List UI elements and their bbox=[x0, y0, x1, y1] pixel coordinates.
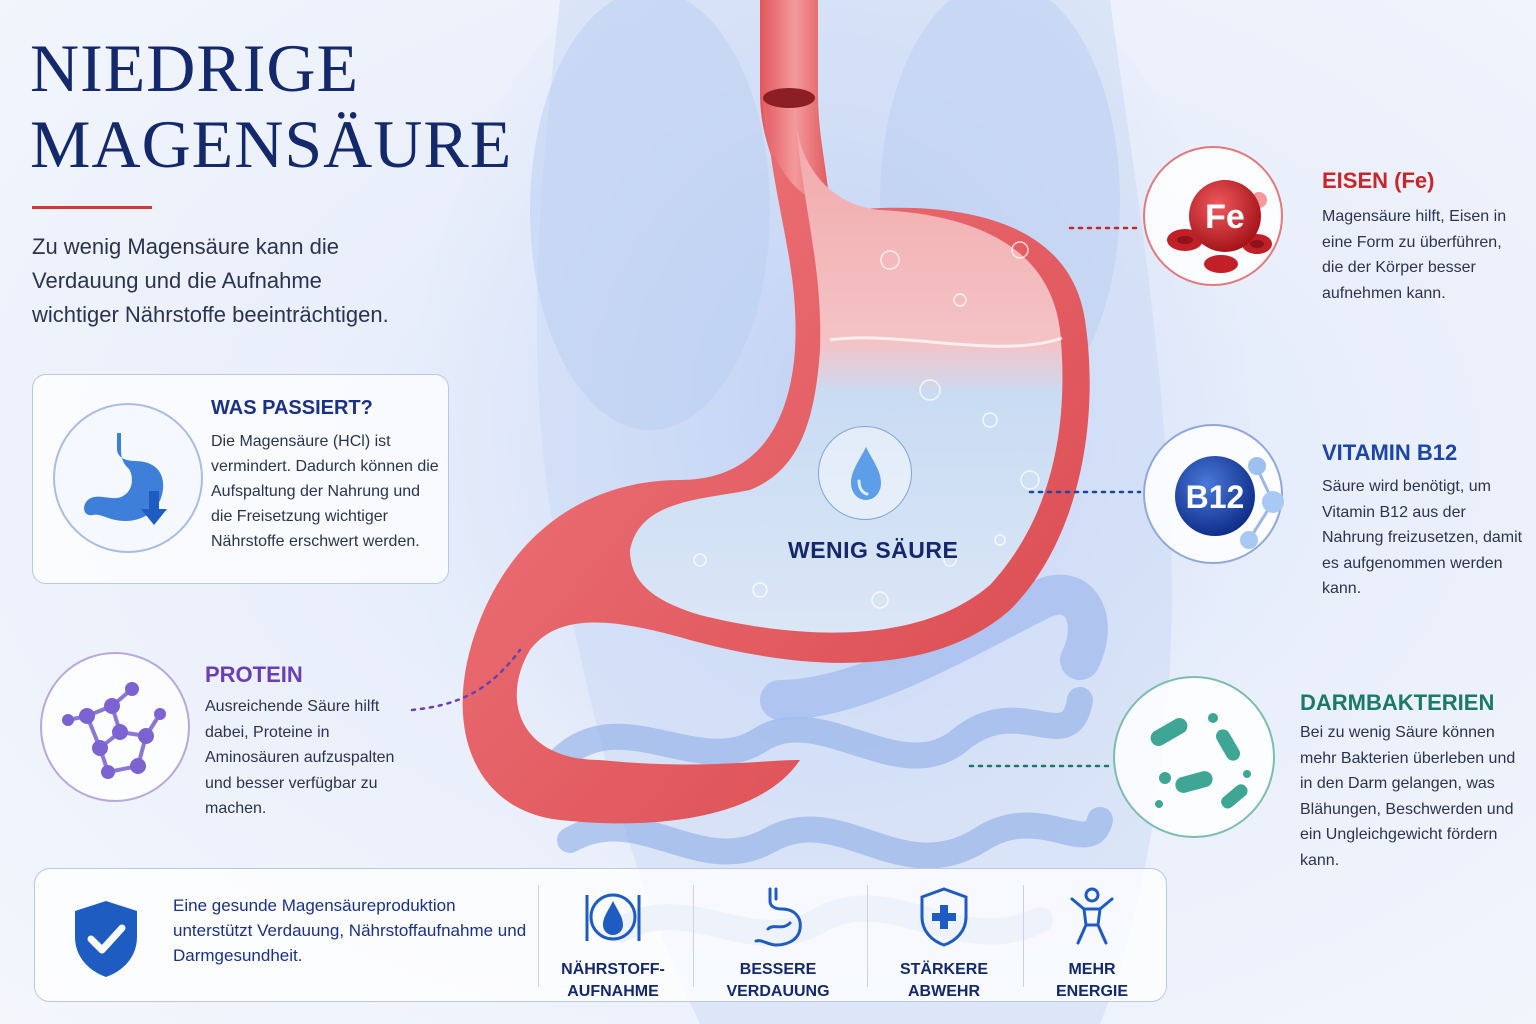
stomach-down-icon bbox=[53, 403, 203, 553]
divider bbox=[693, 885, 694, 987]
low-acid-label: WENIG SÄURE bbox=[788, 537, 959, 563]
title-line-2: MAGENSÄURE bbox=[30, 106, 513, 182]
b12-title: VITAMIN B12 bbox=[1322, 440, 1458, 465]
gut-bacteria-text: Bei zu wenig Säure können mehr Bakterien… bbox=[1300, 724, 1516, 869]
what-happens-text: Die Magensäure (HCl) ist vermindert. Dad… bbox=[211, 433, 439, 550]
intro-text: Zu wenig Magensäure kann die Verdauung u… bbox=[32, 234, 389, 327]
divider bbox=[1023, 885, 1024, 987]
b12-text: Säure wird benötigt, um Vitamin B12 aus … bbox=[1322, 478, 1523, 597]
energy-person-icon bbox=[1070, 887, 1114, 945]
iron-symbol: Fe bbox=[1205, 198, 1245, 236]
iron-text: Magensäure hilft, Eisen in eine Form zu … bbox=[1322, 208, 1507, 302]
page-title: NIEDRIGE MAGENSÄURE bbox=[30, 30, 550, 182]
what-happens-card: WAS PASSIERT? Die Magensäure (HCl) ist v… bbox=[32, 374, 449, 584]
title-divider bbox=[32, 206, 152, 209]
benefit-label: NÄHRSTOFF-AUFNAHME bbox=[561, 961, 665, 1000]
bacteria-icon bbox=[1113, 676, 1275, 838]
nutrient-absorption-icon bbox=[585, 893, 641, 941]
divider bbox=[538, 885, 539, 987]
protein-title: PROTEIN bbox=[205, 662, 303, 687]
gut-bacteria-title: DARMBAKTERIEN bbox=[1300, 690, 1495, 715]
summary-message: Eine gesunde Magensäureproduktion unters… bbox=[173, 896, 527, 965]
vitamin-b12-icon: B12 bbox=[1143, 424, 1284, 564]
shield-check-icon bbox=[69, 897, 143, 981]
what-happens-title: WAS PASSIERT? bbox=[211, 397, 373, 419]
summary-bar: Eine gesunde Magensäureproduktion unters… bbox=[34, 868, 1167, 1002]
protein-text: Ausreichende Säure hilft dabei, Proteine… bbox=[205, 698, 395, 817]
iron-title: EISEN (Fe) bbox=[1322, 168, 1435, 193]
stomach-icon bbox=[754, 887, 802, 947]
divider bbox=[867, 885, 868, 987]
iron-blood-cells-icon: Fe bbox=[1143, 146, 1283, 286]
water-drop-icon bbox=[818, 426, 912, 520]
b12-symbol: B12 bbox=[1186, 479, 1245, 515]
protein-molecule-icon bbox=[40, 652, 190, 802]
shield-plus-icon bbox=[920, 887, 968, 947]
title-line-1: NIEDRIGE bbox=[30, 30, 360, 106]
